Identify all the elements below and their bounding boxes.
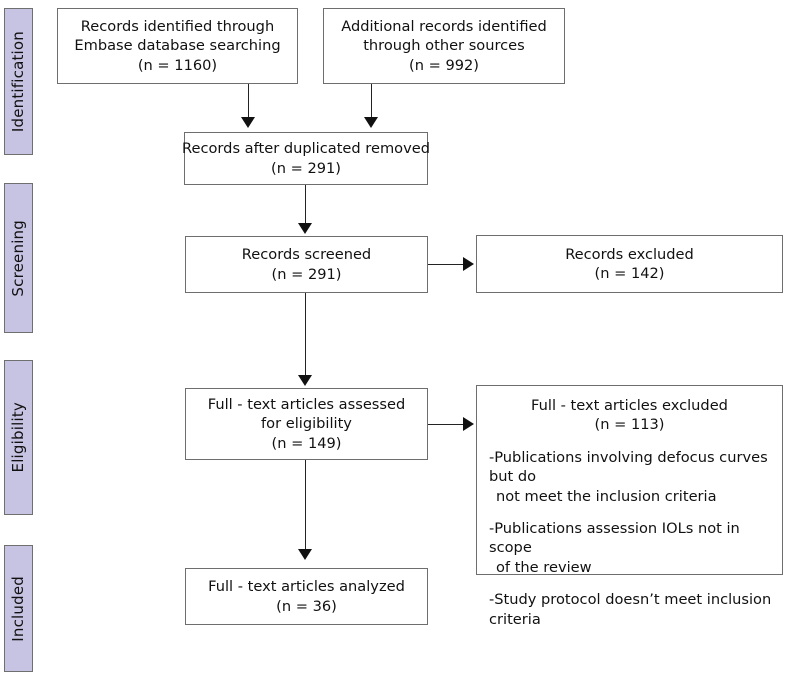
stage-bar-eligibility: Eligibility: [4, 360, 33, 515]
box-fulltext-assessed-line1: Full - text articles assessed: [207, 395, 406, 413]
exclusion-reason-1-line1: -Publications involving defocus curves b…: [489, 448, 768, 486]
box-additional-records-line2: through other sources: [363, 37, 525, 55]
exclusion-reason-1-line2: not meet the inclusion criteria: [496, 487, 717, 505]
box-fulltext-analyzed-line1: Full - text articles analyzed: [208, 578, 405, 596]
stage-bar-screening: Screening: [4, 183, 33, 333]
box-after-duplicates-count: (n = 291): [271, 159, 341, 177]
box-records-excluded-count: (n = 142): [594, 265, 665, 282]
exclusion-reason-3-line1: -Study protocol doesn’t meet inclusion c…: [489, 591, 772, 628]
box-records-identified-line2: Embase database searching: [74, 37, 281, 55]
connector-duplicates-to-screened: [305, 185, 306, 224]
exclusion-reason-2: -Publications assession IOLs not in scop…: [487, 519, 772, 577]
box-fulltext-excluded-count: (n = 113): [594, 416, 665, 434]
box-fulltext-excluded-line1: Full - text articles excluded: [531, 397, 728, 414]
box-fulltext-assessed-count: (n = 149): [271, 434, 342, 452]
box-records-identified: Records identified through Embase databa…: [57, 8, 298, 84]
arrowhead-screened-to-excluded: [463, 257, 474, 271]
connector-screened-to-excluded: [428, 264, 464, 265]
exclusion-reason-2-line2: of the review: [496, 558, 592, 576]
exclusion-reason-3: -Study protocol doesn’t meet inclusion c…: [487, 590, 772, 629]
connector-assessed-to-analyzed: [305, 460, 306, 550]
box-records-screened: Records screened (n = 291): [185, 236, 428, 293]
box-records-excluded-line1: Records excluded: [565, 245, 694, 263]
stage-label-eligibility: Eligibility: [9, 402, 27, 473]
stage-label-screening: Screening: [9, 219, 27, 297]
stage-bar-included: Included: [4, 545, 33, 672]
box-after-duplicates: Records after duplicated removed (n = 29…: [182, 132, 430, 185]
arrowhead-duplicates-to-screened: [298, 223, 312, 234]
arrowhead-assessed-to-excluded: [463, 417, 474, 431]
box-additional-records-count: (n = 992): [409, 56, 479, 74]
box-records-identified-line1: Records identified through: [80, 17, 275, 35]
stage-label-included: Included: [9, 575, 27, 642]
stage-label-identification: Identification: [9, 30, 27, 133]
box-records-screened-line1: Records screened: [241, 246, 372, 264]
exclusion-reason-1: -Publications involving defocus curves b…: [487, 448, 772, 506]
box-records-screened-count: (n = 291): [271, 265, 342, 283]
box-after-duplicates-line1: Records after duplicated removed: [182, 140, 430, 158]
exclusion-reason-2-line1: -Publications assession IOLs not in scop…: [489, 520, 740, 557]
box-fulltext-assessed-line2: for eligibility: [261, 415, 352, 433]
box-records-excluded: Records excluded (n = 142): [476, 235, 783, 293]
box-records-identified-count: (n = 1160): [137, 56, 218, 74]
connector-screened-to-fulltext: [305, 293, 306, 376]
box-fulltext-analyzed-count: (n = 36): [276, 597, 337, 615]
arrowhead-identified-to-duplicates: [241, 117, 255, 128]
arrowhead-screened-to-fulltext: [298, 375, 312, 386]
connector-assessed-to-excluded: [428, 424, 464, 425]
arrowhead-additional-to-duplicates: [364, 117, 378, 128]
stage-bar-identification: Identification: [4, 8, 33, 155]
connector-identified-to-duplicates: [248, 84, 249, 118]
box-fulltext-assessed: Full - text articles assessed for eligib…: [185, 388, 428, 460]
arrowhead-assessed-to-analyzed: [298, 549, 312, 560]
box-additional-records-line1: Additional records identified: [341, 17, 547, 35]
connector-additional-to-duplicates: [371, 84, 372, 118]
box-additional-records: Additional records identified through ot…: [323, 8, 565, 84]
box-fulltext-analyzed: Full - text articles analyzed (n = 36): [185, 568, 428, 625]
box-fulltext-excluded: Full - text articles excluded (n = 113) …: [476, 385, 783, 628]
